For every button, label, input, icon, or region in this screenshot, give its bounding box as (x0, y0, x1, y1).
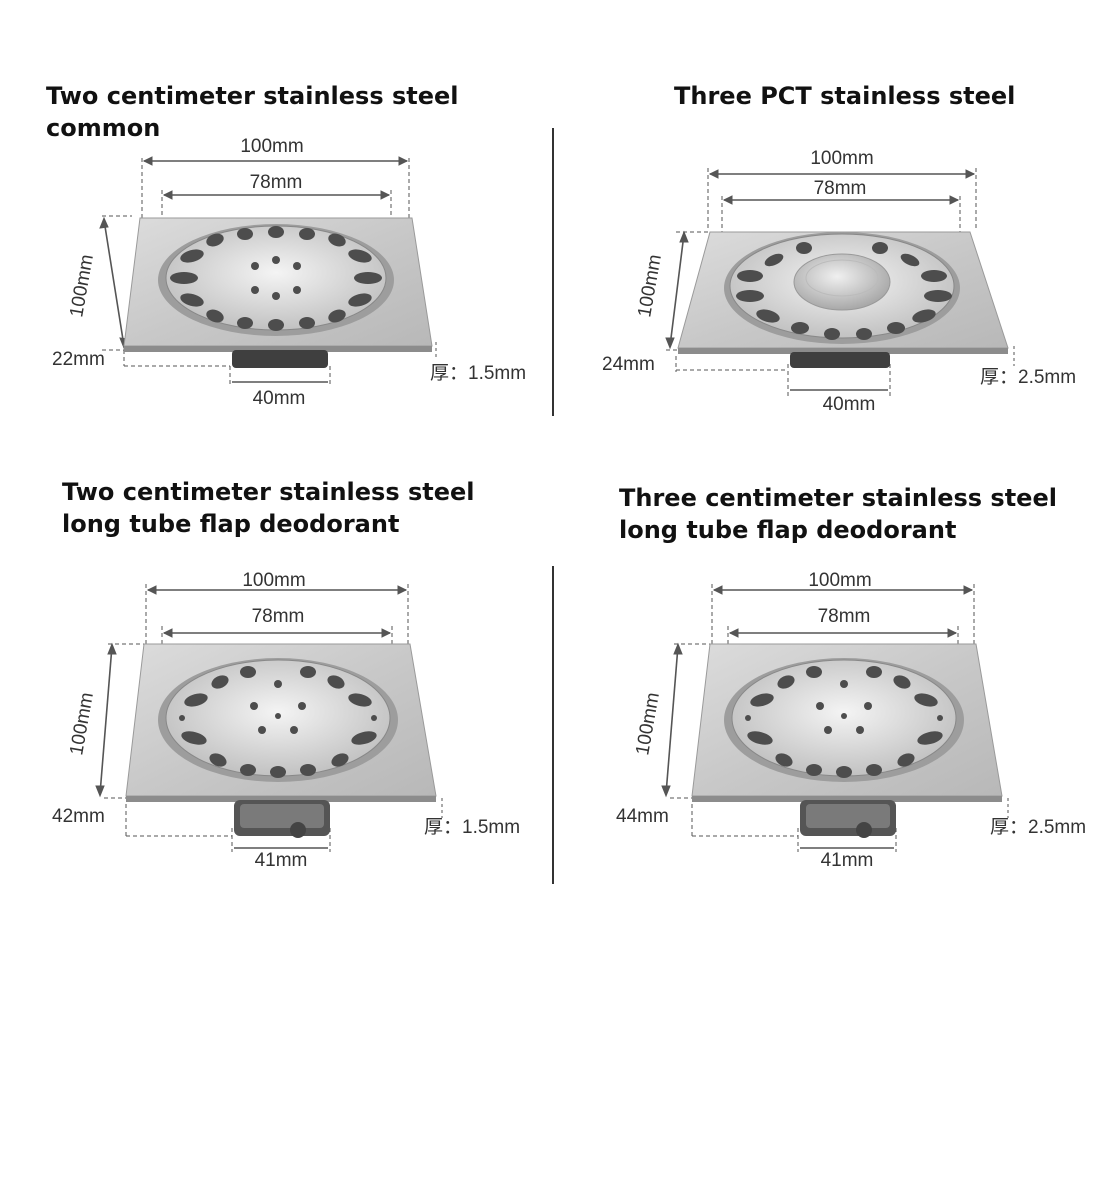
product-title-2: Three PCT stainless steel (674, 82, 1016, 110)
grate-holes (179, 666, 377, 778)
outer-width-label: 100mm (240, 136, 303, 157)
outer-width-label: 100mm (808, 570, 871, 591)
height-label: 100mm (66, 691, 98, 757)
flap-pipe (234, 800, 330, 838)
inner-width-label: 78mm (814, 178, 867, 199)
grate-holes (736, 242, 952, 340)
grate-holes (745, 666, 943, 778)
inner-width-label: 78mm (818, 606, 871, 627)
drain-diagram-2: 100mm 78mm 100mm 24mm 40mm 厚：2.5mm (598, 138, 1098, 428)
drain-drawing-2: 100mm 78mm 100mm 24mm 40mm 厚：2.5mm (602, 148, 1076, 415)
drain-diagram-3: 100mm 78mm 100mm 42mm 41mm 厚：1.5mm (40, 566, 540, 871)
center-cap (793, 253, 891, 311)
column-divider-top (552, 128, 554, 416)
drain-drawing-4: 100mm 78mm 100mm 44mm 41mm 厚：2.5mm (616, 570, 1086, 871)
dimension-lines (665, 168, 1015, 398)
height-label: 100mm (634, 253, 666, 319)
grate-holes (170, 226, 382, 331)
pipe-diameter-label: 41mm (255, 850, 308, 871)
product-title-3: Two centimeter stainless steel long tube… (62, 478, 475, 538)
thickness-label: 厚：1.5mm (424, 817, 520, 838)
outer-width-label: 100mm (242, 570, 305, 591)
drain-drawing-3: 100mm 78mm 100mm 42mm 41mm 厚：1.5mm (52, 570, 520, 871)
drain-drawing-1: 100mm 78mm 100mm 22mm 40mm 厚：1.5mm (52, 136, 526, 409)
drain-diagram-1: 100mm 78mm 100mm 22mm 40mm 厚：1.5mm (40, 128, 540, 418)
depth-label: 24mm (602, 354, 655, 375)
product-title-1: Two centimeter stainless steel common (46, 82, 459, 142)
depth-label: 42mm (52, 806, 105, 827)
pipe-diameter-label: 40mm (823, 394, 876, 415)
inner-width-label: 78mm (250, 172, 303, 193)
depth-label: 44mm (616, 806, 669, 827)
column-divider-bottom (552, 566, 554, 884)
drain-diagram-4: 100mm 78mm 100mm 44mm 41mm 厚：2.5mm (606, 566, 1106, 871)
height-label: 100mm (66, 253, 98, 319)
pipe-diameter-label: 40mm (253, 388, 306, 409)
thickness-label: 厚：2.5mm (990, 817, 1086, 838)
depth-label: 22mm (52, 349, 105, 370)
dimension-lines (661, 584, 1009, 852)
height-label: 100mm (632, 691, 664, 757)
dimension-lines (99, 156, 437, 386)
thickness-label: 厚：1.5mm (430, 363, 526, 384)
drain-pipe (790, 352, 890, 368)
inner-width-label: 78mm (252, 606, 305, 627)
drain-pipe (232, 350, 328, 368)
thickness-label: 厚：2.5mm (980, 367, 1076, 388)
flap-pipe (800, 800, 896, 838)
outer-width-label: 100mm (810, 148, 873, 169)
pipe-diameter-label: 41mm (821, 850, 874, 871)
drain-grate (165, 225, 387, 331)
product-title-4: Three centimeter stainless steel long tu… (619, 484, 1057, 544)
